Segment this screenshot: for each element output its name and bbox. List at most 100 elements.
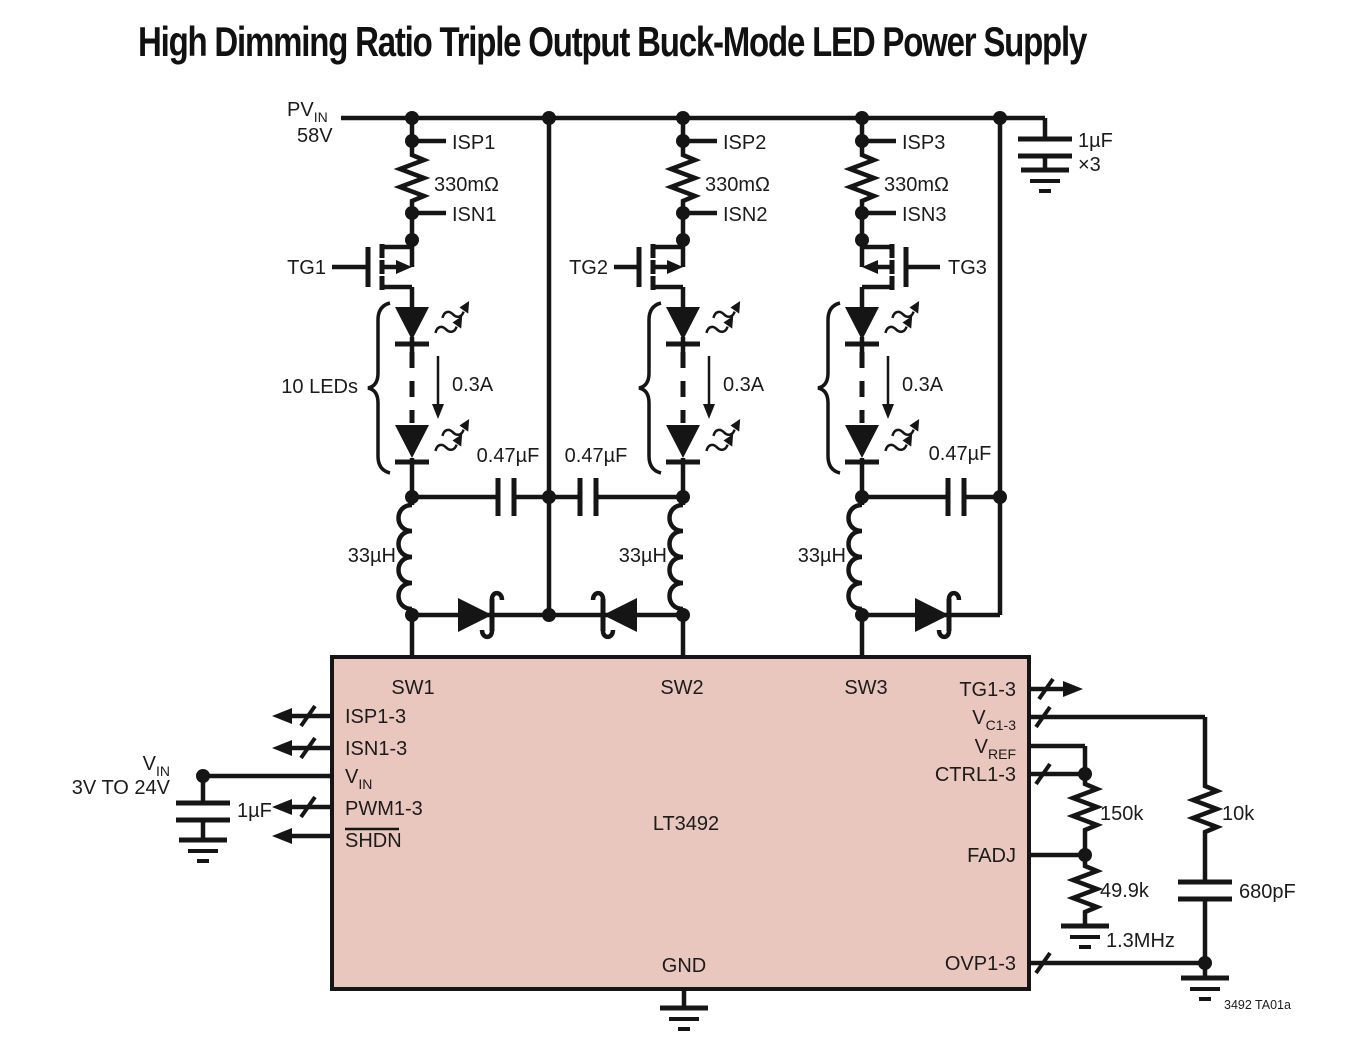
isn3-label: ISN3: [902, 204, 946, 226]
vin-cap-ground: [179, 840, 227, 861]
sense-resistor-1: [400, 151, 424, 205]
bulk-cap-qty: ×3: [1078, 154, 1101, 176]
junction-dot: [855, 206, 869, 220]
junction-dot: [405, 608, 419, 622]
junction-dot: [676, 206, 690, 220]
inductor-3-value: 33µH: [798, 545, 846, 567]
pin-isn1-3: ISN1-3: [345, 738, 407, 760]
junction-dot: [542, 608, 556, 622]
pin-vref: VREF: [975, 736, 1016, 762]
comp-cap-value: 680pF: [1239, 881, 1296, 903]
sense2-value: 330mΩ: [705, 174, 770, 196]
output-cap-3-value: 0.47µF: [929, 443, 992, 465]
pwm-bus-arrow: [272, 795, 332, 819]
inductor-2: [670, 505, 684, 609]
current1-value: 0.3A: [452, 374, 494, 396]
led-string-1-top: [395, 301, 472, 344]
pin-sw2: SW2: [660, 677, 703, 699]
inductor-1-value: 33µH: [348, 545, 396, 567]
channel-2: ISP2 330mΩ ISN2 TG2 0.3A 0.47µF 33µH: [549, 118, 770, 659]
led-string-3-bottom: [845, 419, 922, 462]
led-string-3-top: [845, 301, 922, 344]
sense1-value: 330mΩ: [434, 174, 499, 196]
junction-dot: [405, 134, 419, 148]
vin-cap-value: 1µF: [237, 800, 272, 822]
current2-value: 0.3A: [723, 374, 765, 396]
vin-range: 3V TO 24V: [72, 777, 171, 799]
isp1-label: ISP1: [452, 132, 495, 154]
right-io: 10k 680pF 150k 49.9k 1.3MHz 3492 TA: [1029, 677, 1296, 1012]
junction-dot: [993, 490, 1007, 504]
junction-dot: [542, 111, 556, 125]
fadj-resistor-bottom: [1073, 862, 1097, 916]
isp-bus-arrow: [272, 704, 332, 728]
current-arrow-3: [882, 356, 894, 419]
ovp-bus: [1029, 951, 1205, 975]
output-cap-1-value: 0.47µF: [477, 445, 540, 467]
led-string-1-brace: [367, 301, 391, 475]
left-io: VIN 3V TO 24V 1µF: [72, 704, 332, 861]
ic-body: [330, 655, 1031, 991]
tg2-label: TG2: [569, 257, 608, 279]
junction-dot: [676, 490, 690, 504]
fadj-r-bottom-value: 49.9k: [1100, 880, 1150, 902]
led-string-2-bottom: [666, 419, 743, 462]
sense-resistor-3: [850, 151, 874, 205]
inductor-3: [849, 505, 863, 609]
junction-dot: [405, 233, 419, 247]
output-cap-2-value: 0.47µF: [565, 445, 628, 467]
isn2-label: ISN2: [723, 204, 767, 226]
return-rails: [546, 118, 1003, 615]
isn1-label: ISN1: [452, 204, 496, 226]
pvin-rail: 1µF ×3: [341, 115, 1113, 191]
fadj-resistor-top: [1073, 780, 1097, 834]
current3-value: 0.3A: [902, 374, 944, 396]
junction-dot: [542, 490, 556, 504]
switching-frequency: 1.3MHz: [1106, 930, 1175, 952]
pvin-voltage: 58V: [297, 125, 333, 147]
shdn-arrow: [272, 828, 332, 844]
sense-resistor-2: [671, 151, 695, 205]
fadj-r-top-value: 150k: [1100, 803, 1144, 825]
comp-ground: [1181, 978, 1229, 999]
tg3-label: TG3: [948, 257, 987, 279]
pin-vc1-3: VC1-3: [972, 707, 1016, 733]
pin-sw1: SW1: [391, 677, 434, 699]
junction-dot: [855, 233, 869, 247]
sense3-value: 330mΩ: [884, 174, 949, 196]
fadj-ground: [1061, 926, 1109, 947]
junction-dot: [676, 111, 690, 125]
doc-reference: 3492 TA01a: [1224, 998, 1291, 1012]
pin-tg1-3: TG1-3: [959, 679, 1016, 701]
junction-dot: [196, 769, 210, 783]
inductor-1: [399, 505, 413, 609]
comp-resistor-value: 10k: [1222, 803, 1255, 825]
pin-sw3: SW3: [844, 677, 887, 699]
pin-pwm1-3: PWM1-3: [345, 798, 423, 820]
junction-dot: [405, 111, 419, 125]
junction-dot: [676, 233, 690, 247]
junction-dot: [1078, 767, 1092, 781]
junction-dot: [1198, 956, 1212, 970]
pmos-3: [862, 240, 906, 307]
pin-shdn: SHDN: [345, 830, 402, 852]
pin-gnd: GND: [662, 955, 706, 977]
isn-bus-arrow: [272, 736, 332, 760]
current-arrow-1: [432, 356, 444, 419]
comp-resistor: [1193, 782, 1217, 836]
pin-ctrl1-3: CTRL1-3: [935, 764, 1016, 786]
pin-ovp1-3: OVP1-3: [945, 953, 1016, 975]
junction-dots: [196, 111, 1212, 970]
led-count-label: 10 LEDs: [281, 376, 358, 398]
junction-dot: [676, 134, 690, 148]
isp2-label: ISP2: [723, 132, 766, 154]
junction-dot: [676, 608, 690, 622]
schematic-title: High Dimming Ratio Triple Output Buck-Mo…: [138, 18, 1087, 65]
pvin-source: PVIN 58V: [287, 99, 333, 147]
ic-lt3492: SW1 SW2 SW3 LT3492 ISP1-3 ISN1-3 VIN PWM…: [330, 655, 1031, 1029]
bulk-capacitor: [1018, 139, 1072, 156]
junction-dot: [1078, 848, 1092, 862]
pin-isp1-3: ISP1-3: [345, 706, 406, 728]
